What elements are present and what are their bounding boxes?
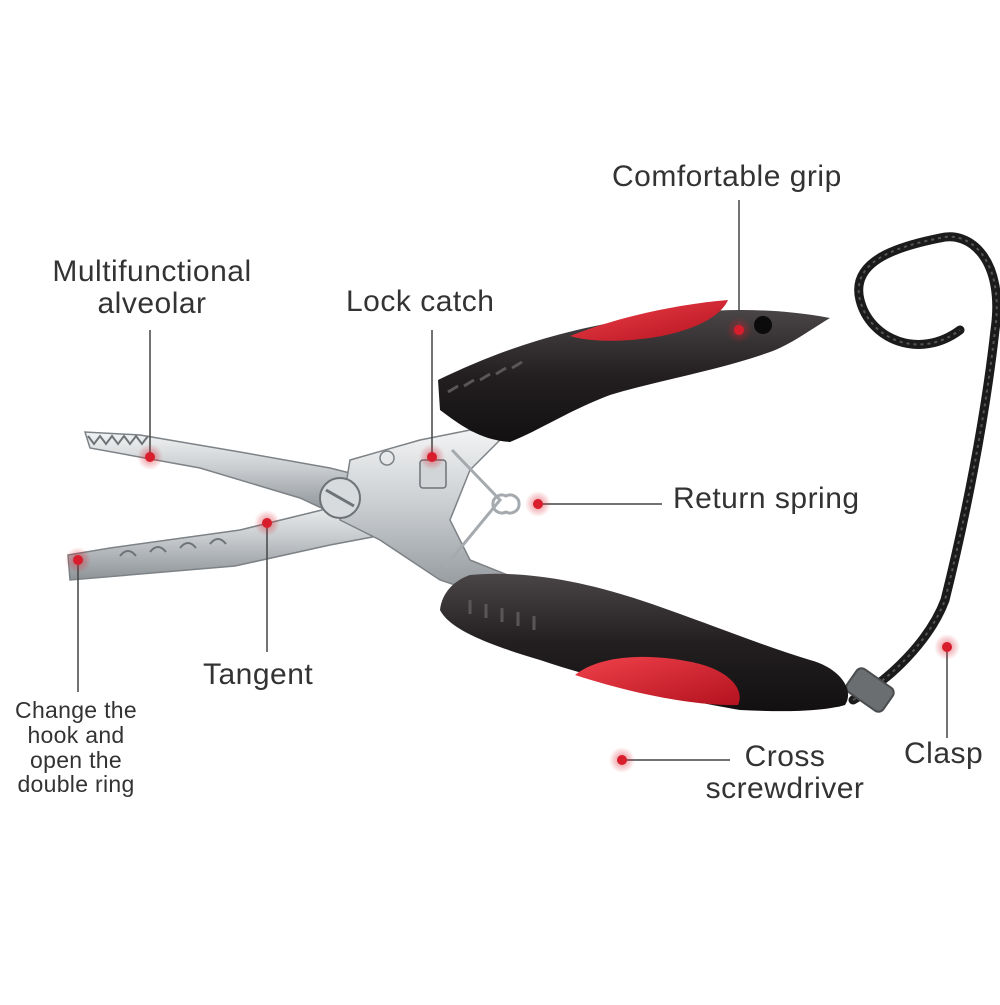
marker-change-hook (65, 547, 91, 573)
lanyard-cord-texture (852, 235, 998, 701)
upper-handle-grip-pad (570, 300, 728, 341)
label-comfortable-grip: Comfortable grip (612, 160, 842, 193)
label-cross-screwdriver: Cross screwdriver (694, 740, 876, 806)
label-cross-screwdriver-line2: screwdriver (705, 772, 865, 806)
marker-tangent (254, 510, 280, 536)
lower-handle (440, 573, 849, 712)
lanyard-cord (848, 232, 1000, 705)
marker-lock-catch (419, 444, 445, 470)
jaw-teeth (87, 434, 149, 446)
pivot-screw-slot (325, 488, 355, 508)
marker-multifunctional-alveolar (137, 444, 163, 470)
label-return-spring: Return spring (673, 482, 860, 515)
label-multifunctional-line1: Multifunctional (52, 255, 252, 288)
marker-comfortable-grip (726, 317, 752, 343)
upper-handle (438, 310, 830, 442)
label-lock-catch: Lock catch (346, 285, 495, 318)
label-cross-screwdriver-line1: Cross (744, 740, 826, 773)
upper-handle-hole (754, 316, 772, 334)
label-multifunctional-alveolar: Multifunctional alveolar (38, 255, 266, 321)
label-tangent: Tangent (203, 658, 314, 691)
return-spring (442, 448, 521, 569)
label-multifunctional-line2: alveolar (97, 287, 207, 321)
label-change-hook: Change the hook and open the double ring (0, 698, 152, 797)
lower-handle-grip-pad (575, 656, 740, 706)
label-change-hook-line1: Change the (15, 697, 137, 723)
lower-jaw-notches (119, 538, 227, 557)
marker-clasp (934, 634, 960, 660)
lower-handle-ridges (468, 600, 536, 630)
rivet (379, 450, 395, 466)
marker-return-spring (525, 491, 551, 517)
label-change-hook-line2: hook and (27, 721, 125, 748)
marker-cross-screwdriver (609, 747, 635, 773)
markers (65, 317, 960, 773)
label-change-hook-line4: double ring (17, 771, 135, 798)
label-clasp: Clasp (904, 737, 984, 770)
lanyard-clasp (845, 667, 895, 713)
label-change-hook-line3: open the (30, 746, 122, 773)
upper-handle-ridges (447, 360, 523, 394)
